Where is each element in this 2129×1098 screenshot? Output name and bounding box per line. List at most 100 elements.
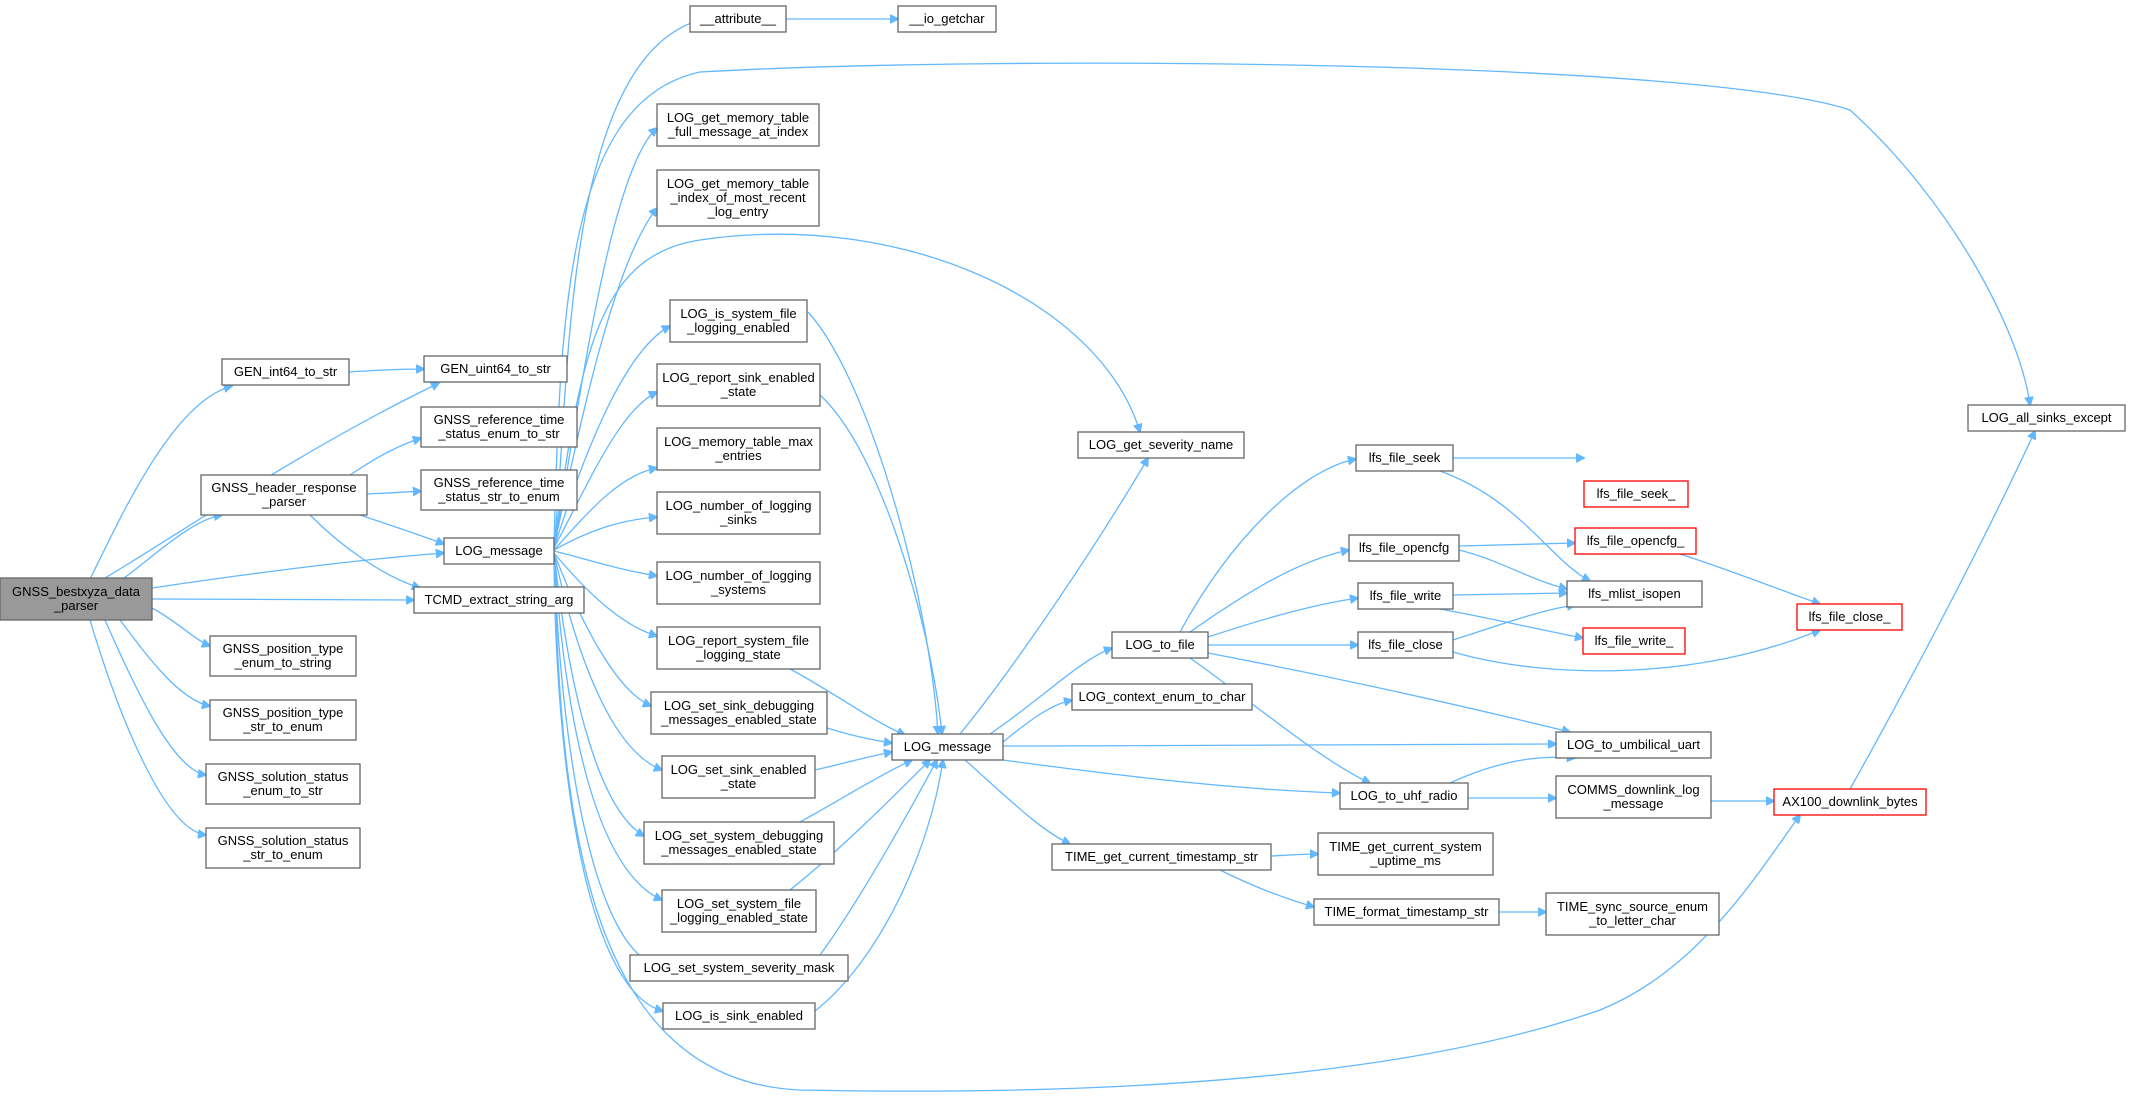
node-lfs-opencfg[interactable]: lfs_file_opencfg <box>1348 534 1460 562</box>
node-label-line: GNSS_solution_status <box>218 833 349 848</box>
node-mem-full-msg[interactable]: LOG_get_memory_table_full_message_at_ind… <box>656 103 820 147</box>
node-get-sev-name[interactable]: LOG_get_severity_name <box>1077 431 1245 459</box>
node-label-line: lfs_file_close_ <box>1809 609 1891 624</box>
node-box <box>413 586 585 614</box>
node-attribute[interactable]: __attribute__ <box>689 5 787 33</box>
edge-log_message_1-to-get_sev_name <box>553 233 1140 549</box>
node-time-uptime[interactable]: TIME_get_current_system_uptime_ms <box>1317 832 1494 876</box>
node-box <box>1545 892 1720 936</box>
edge-log_message_2-to-time_cur_ts <box>964 759 1070 844</box>
node-pos-str-to-enum[interactable]: GNSS_position_type_str_to_enum <box>209 699 357 741</box>
node-ctx-enum-char[interactable]: LOG_context_enum_to_char <box>1071 683 1253 711</box>
node-label-line: LOG_report_system_file <box>668 633 809 648</box>
node-lfs-write[interactable]: lfs_file_write <box>1357 582 1454 610</box>
node-log-message-1[interactable]: LOG_message <box>443 537 555 565</box>
node-label-line: _enum_to_str <box>242 783 323 798</box>
node-lfs-write-[interactable]: lfs_file_write_ <box>1582 627 1686 655</box>
node-gen-uint64[interactable]: GEN_uint64_to_str <box>423 355 568 383</box>
edge-hdr_parser-to-tcmd_extract <box>309 514 420 588</box>
node-label-line: __io_getchar <box>908 11 985 26</box>
node-label-line: LOG_is_system_file <box>680 306 796 321</box>
node-time-format[interactable]: TIME_format_timestamp_str <box>1313 898 1500 926</box>
node-num-log-sinks[interactable]: LOG_number_of_logging_sinks <box>656 491 821 535</box>
node-box <box>1051 843 1272 871</box>
node-label-line: LOG_get_memory_table <box>667 110 809 125</box>
node-lfs-seek-[interactable]: lfs_file_seek_ <box>1583 480 1689 508</box>
node-box <box>1348 534 1460 562</box>
node-lfs-mlist[interactable]: lfs_mlist_isopen <box>1566 580 1703 608</box>
node-box <box>205 827 361 869</box>
edge-root-to-hdr_parser <box>119 515 222 582</box>
node-log-to-file[interactable]: LOG_to_file <box>1111 631 1209 659</box>
node-ax100[interactable]: AX100_downlink_bytes <box>1773 788 1927 816</box>
node-box <box>1357 631 1454 659</box>
edge-log_message_1-to-ax100 <box>553 552 1800 1092</box>
node-label-line: GNSS_reference_time <box>434 475 565 490</box>
node-box <box>669 299 808 343</box>
edge-log_message_2-to-get_sev_name <box>959 458 1148 735</box>
node-is-sink-enabled[interactable]: LOG_is_sink_enabled <box>662 1002 816 1030</box>
node-box <box>1555 775 1712 819</box>
node-report-sink-enabled[interactable]: LOG_report_sink_enabled_state <box>656 363 821 407</box>
node-label-line: _sinks <box>719 512 757 527</box>
node-box <box>443 537 555 565</box>
node-set-sys-debug[interactable]: LOG_set_system_debugging_messages_enable… <box>643 821 835 865</box>
node-label-line: LOG_get_memory_table <box>667 176 809 191</box>
node-time-sync-src[interactable]: TIME_sync_source_enum_to_letter_char <box>1545 892 1720 936</box>
node-num-log-systems[interactable]: LOG_number_of_logging_systems <box>656 561 821 605</box>
node-gen-int64[interactable]: GEN_int64_to_str <box>221 358 350 386</box>
node-set-sys-file[interactable]: LOG_set_system_file_logging_enabled_stat… <box>661 889 817 933</box>
node-label-line: GEN_uint64_to_str <box>440 361 551 376</box>
edge-log_message_2-to-log_to_file <box>989 648 1112 735</box>
node-lfs-close-[interactable]: lfs_file_close_ <box>1796 603 1903 631</box>
node-label-line: GEN_int64_to_str <box>234 364 338 379</box>
node-all-sinks-except[interactable]: LOG_all_sinks_except <box>1967 404 2126 432</box>
node-mem-table-max[interactable]: LOG_memory_table_max_entries <box>656 427 821 471</box>
node-root[interactable]: GNSS_bestxyza_data_parser <box>0 577 153 621</box>
edge-lfs_seek-to-lfs_mlist <box>1439 470 1590 581</box>
edge-log_message_1-to-set_sys_file <box>553 552 662 900</box>
node-label-line: _str_to_enum <box>242 847 323 862</box>
edge-lfs_opencfg-to-lfs_mlist <box>1458 549 1567 589</box>
node-box <box>656 626 821 670</box>
node-label-line: LOG_set_system_severity_mask <box>644 960 835 975</box>
node-lfs-seek[interactable]: lfs_file_seek <box>1355 444 1454 472</box>
node-label-line: lfs_mlist_isopen <box>1588 586 1681 601</box>
node-lfs-opencfg-[interactable]: lfs_file_opencfg_ <box>1574 527 1697 555</box>
node-set-sys-sev[interactable]: LOG_set_system_severity_mask <box>629 954 849 982</box>
node-time-cur-ts[interactable]: TIME_get_current_timestamp_str <box>1051 843 1272 871</box>
node-lfs-close[interactable]: lfs_file_close <box>1357 631 1454 659</box>
edge-lfs_opencfg-to-lfs_opencfg_ <box>1458 543 1575 546</box>
node-ref-enum-to-str[interactable]: GNSS_reference_time_status_enum_to_str <box>420 406 578 448</box>
node-label-line: _enum_to_string <box>234 655 332 670</box>
node-sol-str-to-enum[interactable]: GNSS_solution_status_str_to_enum <box>205 827 361 869</box>
node-label-line: LOG_report_sink_enabled <box>662 370 815 385</box>
node-log-message-2[interactable]: LOG_message <box>891 733 1004 761</box>
node-io-getchar[interactable]: __io_getchar <box>897 5 997 33</box>
node-ref-str-to-enum[interactable]: GNSS_reference_time_status_str_to_enum <box>420 469 578 511</box>
edge-set_sys_sev-to-log_message_2 <box>819 760 937 956</box>
node-box <box>1583 480 1689 508</box>
node-hdr-parser[interactable]: GNSS_header_response_parser <box>200 474 368 516</box>
node-label-line: _status_enum_to_str <box>437 426 560 441</box>
node-box <box>209 699 357 741</box>
node-box <box>420 469 578 511</box>
node-log-umbilical[interactable]: LOG_to_umbilical_uart <box>1555 731 1712 759</box>
node-log-uhf[interactable]: LOG_to_uhf_radio <box>1339 782 1469 810</box>
edge-root-to-pos_str_to_enum <box>119 619 210 706</box>
node-label-line: LOG_memory_table_max <box>664 434 813 449</box>
node-report-sys-file[interactable]: LOG_report_system_file_logging_state <box>656 626 821 670</box>
edge-lfs_opencfg_-to-lfs_close_ <box>1679 553 1820 604</box>
edge-log_message_1-to-report_sys_file <box>553 552 657 636</box>
node-is-sys-file-log[interactable]: LOG_is_system_file_logging_enabled <box>669 299 808 343</box>
node-comms-downlink[interactable]: COMMS_downlink_log_message <box>1555 775 1712 819</box>
node-set-sink-debug[interactable]: LOG_set_sink_debugging_messages_enabled_… <box>650 691 828 735</box>
edge-hdr_parser-to-ref_str_to_enum <box>366 491 421 494</box>
node-label-line: LOG_message <box>455 543 542 558</box>
node-label-line: GNSS_position_type <box>223 705 344 720</box>
node-mem-index-recent[interactable]: LOG_get_memory_table_index_of_most_recen… <box>656 169 820 227</box>
node-tcmd-extract[interactable]: TCMD_extract_string_arg <box>413 586 585 614</box>
node-set-sink-enabled[interactable]: LOG_set_sink_enabled_state <box>661 755 816 799</box>
node-sol-enum-to-str[interactable]: GNSS_solution_status_enum_to_str <box>205 763 361 805</box>
node-pos-enum-to-string[interactable]: GNSS_position_type_enum_to_string <box>209 635 357 677</box>
